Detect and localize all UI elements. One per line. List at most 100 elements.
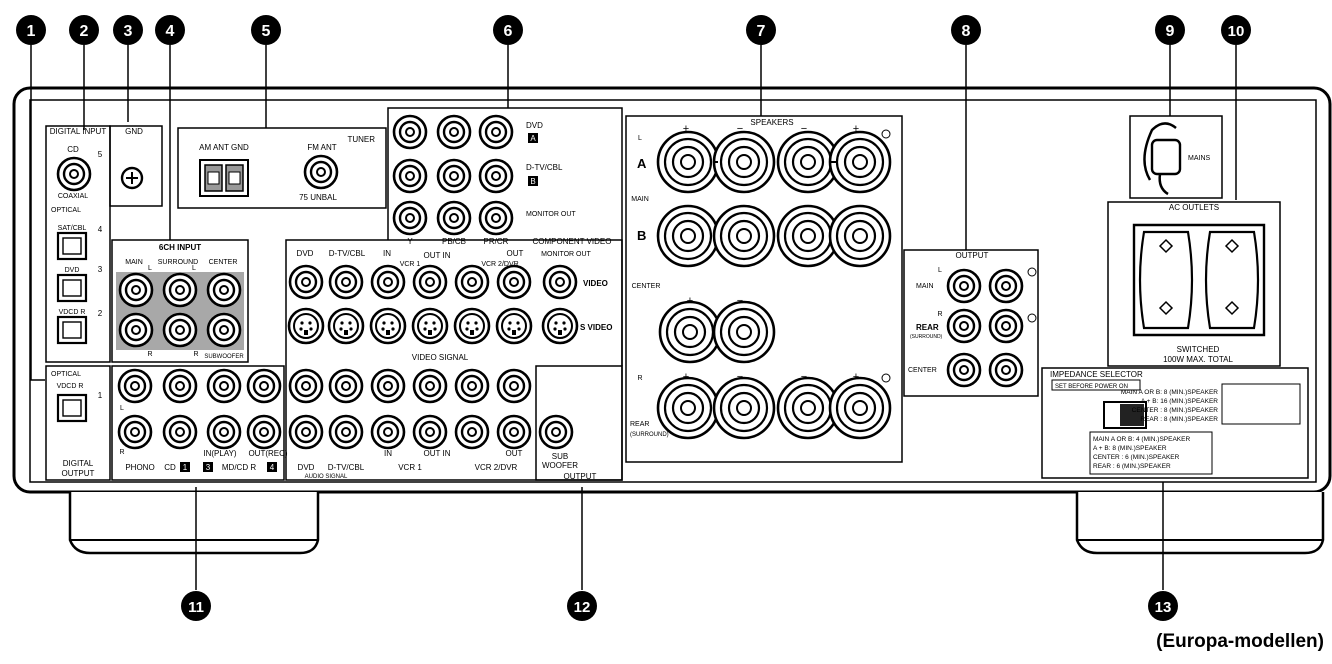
optical-port-vdcdr [56, 315, 88, 345]
svg-text:L: L [638, 135, 642, 142]
svg-text:SWITCHED: SWITCHED [1177, 345, 1220, 354]
svg-text:OPTICAL: OPTICAL [51, 371, 81, 378]
svg-text:DVD: DVD [526, 121, 543, 130]
svg-text:5: 5 [262, 23, 271, 40]
pre-output-section: OUTPUT L MAIN R REAR (SURROUND) CENTER [903, 249, 1039, 397]
svg-text:L: L [938, 267, 942, 274]
ac-outlet-left [1138, 230, 1194, 330]
power-cord-plug [1150, 138, 1182, 176]
svg-text:B: B [530, 177, 535, 186]
svg-text:3: 3 [98, 265, 103, 274]
impedance-selector-section: IMPEDANCE SELECTOR SET BEFORE POWER ON M… [1041, 367, 1309, 479]
svg-text:1: 1 [27, 23, 36, 40]
svg-text:7: 7 [757, 23, 766, 40]
svg-text:6: 6 [504, 23, 513, 40]
svg-text:B: B [637, 228, 646, 243]
svg-text:VDCD R: VDCD R [59, 309, 86, 316]
svg-text:−: − [801, 123, 807, 135]
svg-text:3: 3 [206, 463, 211, 472]
svg-text:OUTPUT: OUTPUT [564, 472, 597, 481]
mains-section: MAINS [1129, 115, 1223, 199]
svg-text:CENTER : 6 (MIN.)SPEAKER: CENTER : 6 (MIN.)SPEAKER [1093, 454, 1180, 461]
callout-6: 6 [493, 15, 523, 45]
svg-text:MAIN A OR B: 8 (MIN.)SPEAKER: MAIN A OR B: 8 (MIN.)SPEAKER [1121, 389, 1218, 396]
svg-text:VCR 1: VCR 1 [398, 463, 422, 472]
svg-text:REAR: REAR [916, 323, 939, 332]
svg-text:10: 10 [1228, 23, 1245, 40]
svg-text:AUDIO SIGNAL: AUDIO SIGNAL [305, 474, 348, 480]
callout-12: 12 [567, 591, 597, 621]
svg-text:D-TV/CBL: D-TV/CBL [328, 463, 365, 472]
svg-text:R: R [193, 351, 198, 358]
speakers-section: SPEAKERS L + − − + A MAIN B CENTER + − R… [625, 115, 903, 463]
svg-text:DVD: DVD [65, 267, 80, 274]
audio-inputs-section: L R IN(PLAY) OUT(REC) PHONO CD 1 3 MD/CD… [111, 365, 288, 481]
svg-text:A + B: 16 (MIN.)SPEAKER: A + B: 16 (MIN.)SPEAKER [1141, 398, 1218, 405]
svg-text:100W MAX. TOTAL: 100W MAX. TOTAL [1163, 355, 1233, 364]
svg-text:A: A [637, 156, 647, 171]
tuner-section: TUNER AM ANT GND FM ANT 75 UNBAL [177, 127, 387, 209]
svg-text:+: + [683, 123, 689, 135]
svg-text:+: + [853, 123, 859, 135]
svg-text:VCR 2/DVR: VCR 2/DVR [481, 261, 518, 268]
svg-text:OUT: OUT [506, 449, 523, 458]
svg-text:VCR 1: VCR 1 [400, 261, 421, 268]
svg-text:DVD: DVD [298, 463, 315, 472]
svg-text:SAT/CBL: SAT/CBL [58, 225, 87, 232]
svg-text:TUNER: TUNER [347, 135, 375, 144]
svg-text:4: 4 [98, 225, 103, 234]
svg-text:DIGITAL INPUT: DIGITAL INPUT [50, 127, 107, 136]
callout-1: 1 [16, 15, 46, 45]
svg-text:L: L [148, 265, 152, 272]
svg-text:L: L [192, 265, 196, 272]
svg-text:OUT: OUT [507, 249, 524, 258]
svg-text:OPTICAL: OPTICAL [51, 207, 81, 214]
callout-13: 13 [1148, 591, 1178, 621]
svg-text:CD: CD [67, 145, 79, 154]
svg-text:(SURROUND): (SURROUND) [630, 432, 669, 438]
model-caption: (Europa-modellen) [1156, 631, 1324, 652]
svg-text:SET BEFORE POWER ON: SET BEFORE POWER ON [1055, 384, 1128, 390]
callout-8: 8 [951, 15, 981, 45]
callout-9: 9 [1155, 15, 1185, 45]
svg-text:PB/CB: PB/CB [442, 237, 466, 246]
svg-text:12: 12 [574, 599, 591, 616]
svg-text:COMPONENT VIDEO: COMPONENT VIDEO [533, 237, 612, 246]
svg-text:MONITOR OUT: MONITOR OUT [541, 251, 591, 258]
svg-text:2: 2 [80, 23, 89, 40]
svg-text:CENTER: CENTER [908, 367, 937, 374]
am-antenna-terminal [199, 159, 249, 197]
svg-text:R: R [637, 375, 642, 382]
svg-text:VIDEO: VIDEO [583, 279, 608, 288]
svg-text:13: 13 [1155, 599, 1172, 616]
svg-text:OUT IN: OUT IN [424, 251, 451, 260]
svg-text:A + B: 8 (MIN.)SPEAKER: A + B: 8 (MIN.)SPEAKER [1093, 445, 1167, 452]
callout-4: 4 [155, 15, 185, 45]
svg-text:MAIN: MAIN [631, 196, 649, 203]
svg-text:VIDEO SIGNAL: VIDEO SIGNAL [412, 353, 469, 362]
component-video-section: DVD A D-TV/CBL B MONITOR OUT Y PB/CB PR/… [387, 107, 623, 366]
svg-text:R: R [937, 311, 942, 318]
svg-text:AM ANT GND: AM ANT GND [199, 143, 249, 152]
svg-text:SUB: SUB [552, 452, 568, 461]
svg-text:REAR: REAR [630, 421, 649, 428]
svg-text:5: 5 [98, 150, 103, 159]
svg-text:D-TV/CBL: D-TV/CBL [329, 249, 366, 258]
svg-text:OUT(REC): OUT(REC) [248, 449, 287, 458]
callout-2: 2 [69, 15, 99, 45]
svg-text:MAIN: MAIN [125, 259, 143, 266]
svg-text:VDCD R: VDCD R [57, 383, 84, 390]
video-signal-section: DVD D-TV/CBL IN OUT IN VCR 1 OUT MONITOR… [285, 239, 623, 481]
svg-text:4: 4 [166, 23, 175, 40]
svg-text:A: A [530, 134, 536, 143]
svg-text:WOOFER: WOOFER [542, 461, 578, 470]
svg-text:SURROUND: SURROUND [158, 259, 198, 266]
svg-text:Y: Y [407, 237, 413, 246]
svg-text:MAINS: MAINS [1188, 155, 1211, 162]
svg-text:3: 3 [124, 23, 133, 40]
svg-text:CD: CD [164, 463, 176, 472]
svg-text:D-TV/CBL: D-TV/CBL [526, 163, 563, 172]
svg-text:DIGITAL: DIGITAL [63, 459, 94, 468]
svg-text:MONITOR OUT: MONITOR OUT [526, 211, 576, 218]
